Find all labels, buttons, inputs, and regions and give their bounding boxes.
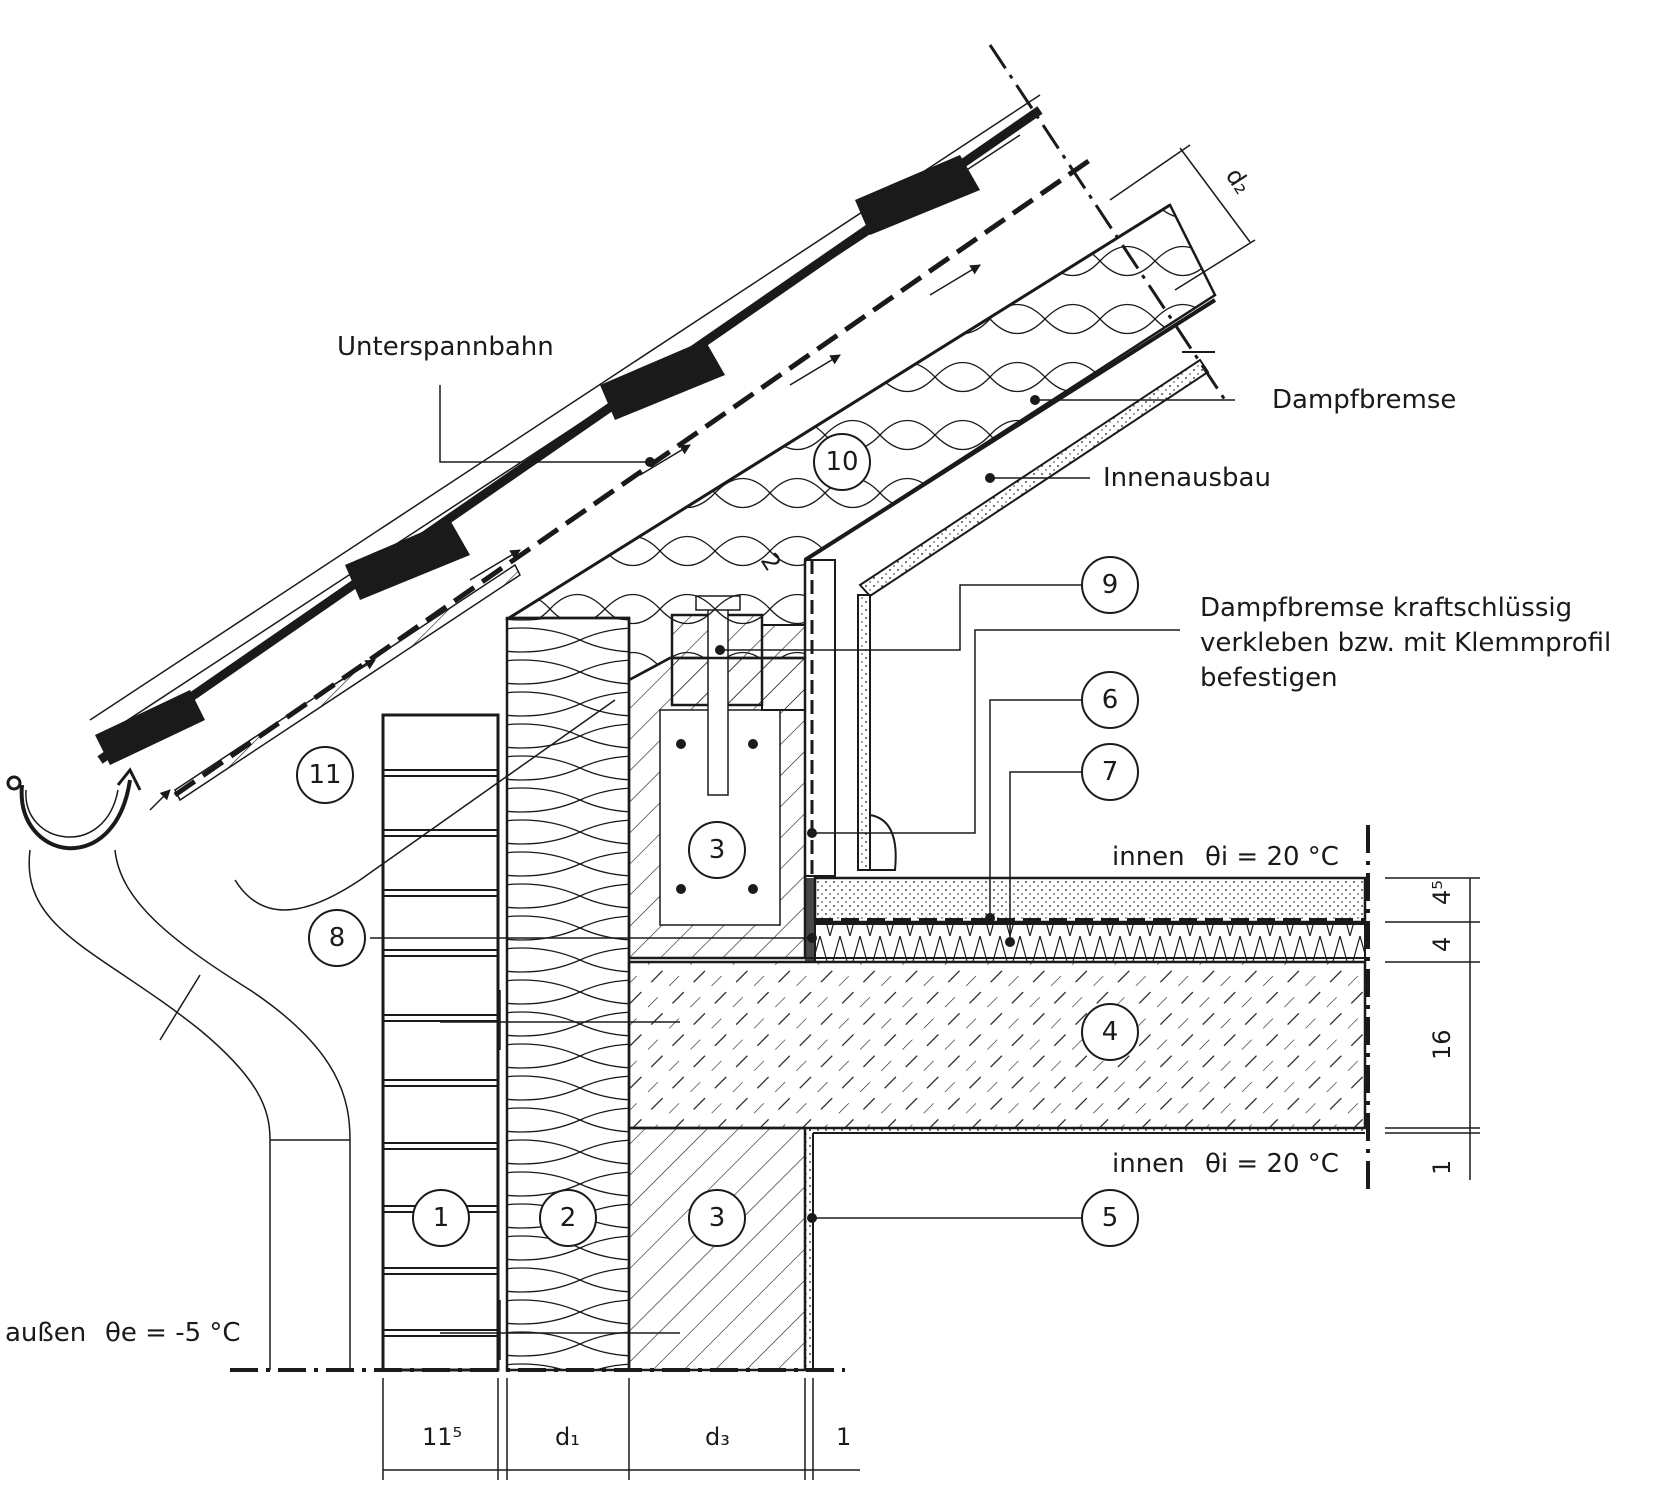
dim-bottom-2: d₁ <box>555 1423 580 1451</box>
svg-text:10: 10 <box>825 447 858 477</box>
interior-lining <box>804 559 897 877</box>
label-innenausbau: Innenausbau <box>1103 463 1271 493</box>
callout-10: 10 <box>813 433 871 491</box>
callout-8: 8 <box>308 909 366 967</box>
callout-3-upper: 3 <box>688 821 746 879</box>
dim-right-4: 1 <box>1428 1160 1456 1175</box>
innen-top-temp: θi = 20 °C <box>1205 842 1339 872</box>
svg-text:2: 2 <box>560 1203 577 1233</box>
callout-4: 4 <box>1081 1003 1139 1061</box>
svg-text:7: 7 <box>1102 757 1119 787</box>
svg-text:1: 1 <box>433 1203 450 1233</box>
dim-right-2: 4 <box>1428 937 1456 952</box>
rain-gutter <box>19 779 132 851</box>
dim-bottom-1: 11⁵ <box>422 1423 462 1451</box>
callout-1: 1 <box>412 1189 470 1247</box>
leader-lines <box>370 385 1235 1219</box>
load-bearing-wall-lower <box>627 1126 807 1372</box>
dim-right-1: 4⁵ <box>1428 880 1456 905</box>
svg-text:4: 4 <box>1102 1017 1119 1047</box>
dim-bottom-3: d₃ <box>705 1423 730 1451</box>
svg-text:5: 5 <box>1102 1203 1119 1233</box>
svg-text:3: 3 <box>709 1203 726 1233</box>
callout-6: 6 <box>1081 671 1139 729</box>
note-line-3: befestigen <box>1200 663 1338 693</box>
innen-bottom-temp: θi = 20 °C <box>1205 1149 1339 1179</box>
aussen-word: außen <box>5 1318 86 1348</box>
note-line-2: verkleben bzw. mit Klemmprofil <box>1200 628 1611 658</box>
leader-dots <box>645 395 1040 1223</box>
note-line-1: Dampfbremse kraftschlüssig <box>1200 593 1572 623</box>
callout-5: 5 <box>1081 1189 1139 1247</box>
svg-text:11: 11 <box>308 760 341 790</box>
aussen-temp: θe = -5 °C <box>105 1318 241 1348</box>
label-unterspannbahn: Unterspannbahn <box>337 332 554 362</box>
svg-text:8: 8 <box>329 923 346 953</box>
dim-bottom-4: 1 <box>836 1423 851 1451</box>
brick-facing-wall <box>381 713 500 1372</box>
callout-2: 2 <box>539 1189 597 1247</box>
svg-text:6: 6 <box>1102 685 1119 715</box>
label-dampfbremse: Dampfbremse <box>1272 385 1456 415</box>
wall-ties <box>440 990 680 1360</box>
downpipe <box>28 849 351 1370</box>
callout-7: 7 <box>1081 743 1139 801</box>
svg-text:3: 3 <box>709 835 726 865</box>
innen-bottom-word: innen <box>1112 1149 1185 1179</box>
svg-text:9: 9 <box>1102 570 1119 600</box>
innen-top-word: innen <box>1112 842 1185 872</box>
callout-11: 11 <box>296 746 354 804</box>
dim-right-3: 16 <box>1428 1029 1456 1060</box>
callout-9: 9 <box>1081 556 1139 614</box>
floor-buildup <box>805 876 1367 963</box>
callout-3-lower: 3 <box>688 1189 746 1247</box>
dimensions <box>382 144 1480 1480</box>
wall-insulation <box>505 616 631 1372</box>
dim-roof: d₂ <box>1220 163 1257 199</box>
